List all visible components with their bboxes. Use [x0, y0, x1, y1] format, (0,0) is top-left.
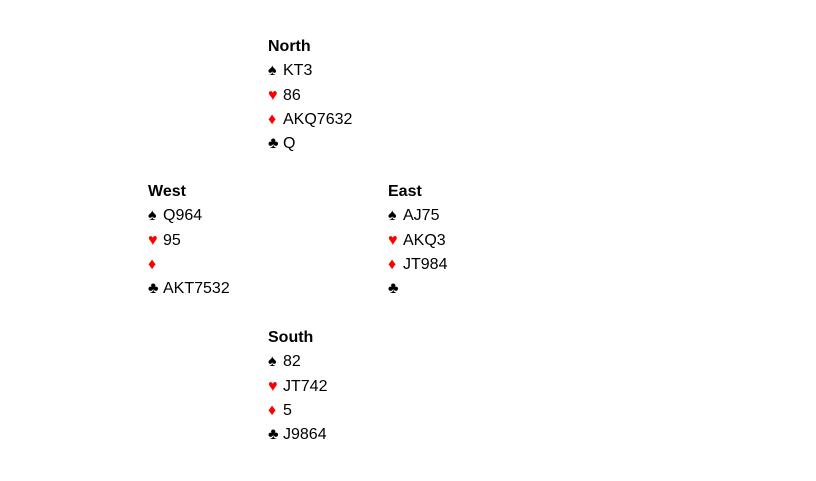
card-holding: 95: [163, 231, 181, 249]
suit-row-hearts: ♥ 86: [268, 84, 352, 108]
suit-row-clubs: ♣Q: [268, 132, 352, 156]
suit-row-spades: ♠ 82: [268, 350, 327, 374]
suit-row-clubs: ♣: [388, 277, 447, 301]
club-icon: ♣: [268, 135, 279, 153]
card-holding: AJ75: [403, 207, 440, 225]
card-holding: 82: [283, 353, 301, 371]
card-holding: JT742: [283, 377, 328, 395]
hand-south: South♠82♥JT742♦5♣J9864: [268, 326, 327, 447]
card-holding: 86: [283, 86, 301, 104]
suit-row-diamonds: ♦5: [268, 399, 327, 423]
spade-icon: ♠: [268, 62, 277, 80]
card-holding: Q964: [163, 207, 203, 225]
hand-title: South: [268, 329, 314, 346]
diamond-icon: ♦: [268, 401, 277, 419]
club-icon: ♣: [388, 280, 399, 298]
diamond-icon: ♦: [268, 110, 277, 128]
spade-icon: ♠: [388, 207, 397, 225]
card-holding: KT3: [283, 62, 313, 80]
heart-icon: ♥: [268, 86, 278, 104]
suit-row-spades: ♠ KT3: [268, 59, 352, 83]
card-holding: 5: [283, 401, 292, 419]
card-holding: JT984: [403, 255, 448, 273]
suit-row-clubs: ♣J9864: [268, 423, 327, 447]
card-holding: AKT7532: [163, 280, 230, 298]
hand-title: North: [268, 38, 311, 55]
hand-east: East ♠ AJ75 ♥ AKQ3 ♦ JT984♣: [388, 180, 447, 301]
card-holding: AKQ7632: [283, 110, 353, 128]
suit-row-diamonds: ♦: [148, 253, 230, 277]
spade-icon: ♠: [148, 207, 157, 225]
hand-title: East: [388, 183, 422, 200]
suit-row-clubs: ♣AKT7532: [148, 277, 230, 301]
suit-row-diamonds: ♦ AKQ7632: [268, 108, 352, 132]
diamond-icon: ♦: [388, 255, 397, 273]
heart-icon: ♥: [388, 231, 398, 249]
suit-row-hearts: ♥ AKQ3: [388, 229, 447, 253]
card-holding: J9864: [283, 426, 327, 444]
hand-west: West ♠ Q964 ♥ 95 ♦ ♣AKT7532: [148, 180, 230, 301]
suit-row-hearts: ♥ 95: [148, 229, 230, 253]
hand-title: West: [148, 183, 186, 200]
card-holding: Q: [283, 135, 296, 153]
heart-icon: ♥: [148, 231, 158, 249]
heart-icon: ♥: [268, 377, 278, 395]
club-icon: ♣: [268, 426, 279, 444]
card-holding: AKQ3: [403, 231, 446, 249]
club-icon: ♣: [148, 280, 159, 298]
hand-north: North♠KT3♥86♦AKQ7632♣Q: [268, 35, 352, 156]
spade-icon: ♠: [268, 353, 277, 371]
suit-row-diamonds: ♦ JT984: [388, 253, 447, 277]
suit-row-spades: ♠ Q964: [148, 204, 230, 228]
diamond-icon: ♦: [148, 255, 157, 273]
suit-row-spades: ♠ AJ75: [388, 204, 447, 228]
suit-row-hearts: ♥ JT742: [268, 375, 327, 399]
